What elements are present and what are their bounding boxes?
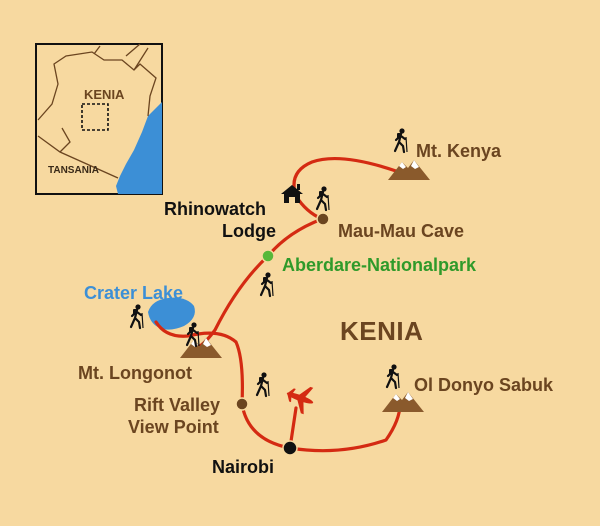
label-mt-longonot: Mt. Longonot [78,363,192,383]
hiker-icon [315,185,331,212]
label-rift-valley-line1: Rift Valley [134,395,221,415]
hiker-icon [393,127,409,154]
hiker-icon [259,271,275,298]
label-nairobi: Nairobi [212,457,275,477]
label-rhinowatch-line2: Lodge [222,221,276,241]
label-rift-valley-line2: View Point [128,417,219,437]
nairobi-marker [282,440,298,456]
inset-area-marker [81,103,109,131]
label-ol-donyo-sabuk: Ol Donyo Sabuk [414,375,554,395]
label-mau-mau-cave: Mau-Mau Cave [338,221,465,241]
crater-lake [148,297,195,330]
inset-map [35,43,163,195]
label-aberdare: Aberdare-Nationalpark [282,255,477,275]
mountain-icon [382,392,424,412]
hiker-icon [255,371,271,398]
rift-valley-marker [235,397,249,411]
inset-neighbor-label: TANSANIA [48,165,99,176]
inset-ocean [116,102,162,194]
hiker-icon [385,363,401,390]
hiker-icon [129,303,145,330]
inset-country-label: KENIA [84,87,125,102]
label-rhinowatch-line1: Rhinowatch [164,199,266,219]
label-country: KENIA [340,316,424,346]
aberdare-marker [261,249,275,263]
label-mt-kenya: Mt. Kenya [416,141,502,161]
route [154,157,402,453]
mountain-icon [180,338,222,358]
inset-borders [37,43,157,179]
mau-mau-cave-marker [316,212,330,226]
lodge-icon [281,184,303,203]
airplane-icon [286,386,314,415]
label-crater-lake: Crater Lake [84,283,184,303]
